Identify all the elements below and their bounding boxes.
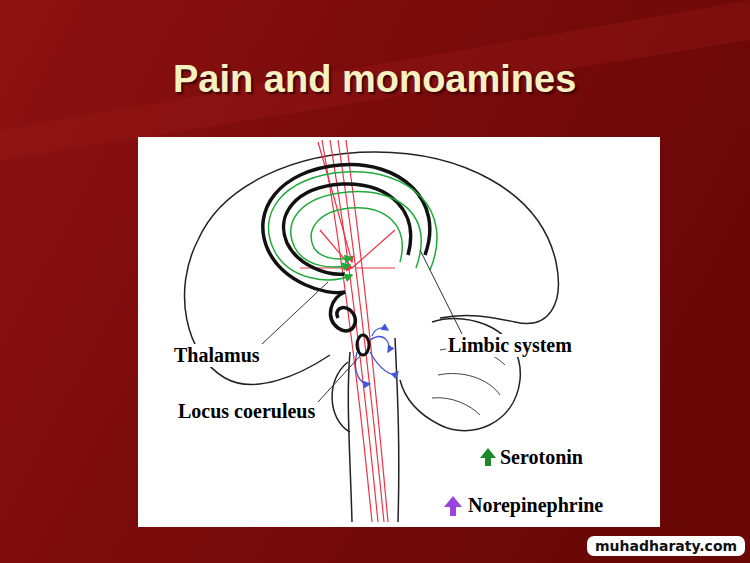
legend-label: Norepinephrine	[466, 494, 605, 517]
structure-label: Limbic system	[446, 334, 574, 357]
legend-label: Serotonin	[498, 446, 585, 469]
watermark: muhadharaty.com	[587, 536, 745, 556]
structure-label: Locus coeruleus	[176, 400, 317, 423]
slide-title: Pain and monoamines	[173, 58, 576, 101]
structure-label: Thalamus	[172, 344, 262, 367]
